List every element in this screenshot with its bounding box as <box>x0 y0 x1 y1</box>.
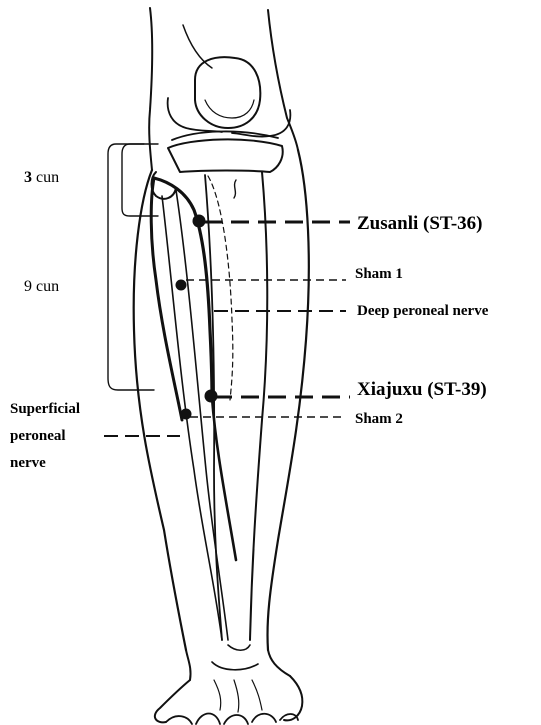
superficial-peroneal-nerve <box>151 178 182 420</box>
leg-drawing <box>134 8 309 724</box>
ankle-right <box>268 650 290 676</box>
label-xiajuxu: Xiajuxu (ST-39) <box>357 379 487 400</box>
thigh-inner-line <box>183 25 212 68</box>
patella-inner <box>205 100 254 118</box>
malleolus <box>228 645 250 650</box>
label-superficial-peroneal-nerve: Superficial peroneal nerve <box>10 401 84 471</box>
sham1-point <box>176 280 187 291</box>
label-zusanli: Zusanli (ST-36) <box>357 213 483 234</box>
labels: 3 cun 9 cun Zusanli (ST-36) Sham 1 Deep … <box>10 169 489 471</box>
xiajuxu-point <box>205 390 218 403</box>
tibia-plateau <box>168 139 283 172</box>
toes <box>166 714 298 725</box>
foot-dorsum <box>155 680 190 722</box>
foot-bones <box>214 680 262 712</box>
calf-right-skin <box>267 150 308 650</box>
tibia-crest <box>234 180 236 198</box>
tibia-medial-edge <box>250 172 267 640</box>
ankle-left <box>186 650 191 680</box>
label-sham1: Sham 1 <box>355 266 403 282</box>
sham2-point <box>181 409 192 420</box>
label-3cun: 3 cun <box>24 169 59 186</box>
thigh-right-outline <box>268 10 298 150</box>
zusanli-point <box>193 215 206 228</box>
talus <box>212 662 258 670</box>
thigh-left-outline <box>149 8 152 170</box>
label-9cun: 9 cun <box>24 278 59 295</box>
label-deep-peroneal-nerve: Deep peroneal nerve <box>357 303 489 319</box>
calf-left-skin <box>134 170 186 650</box>
measurement-brackets <box>108 144 158 390</box>
label-sham2: Sham 2 <box>355 411 403 427</box>
